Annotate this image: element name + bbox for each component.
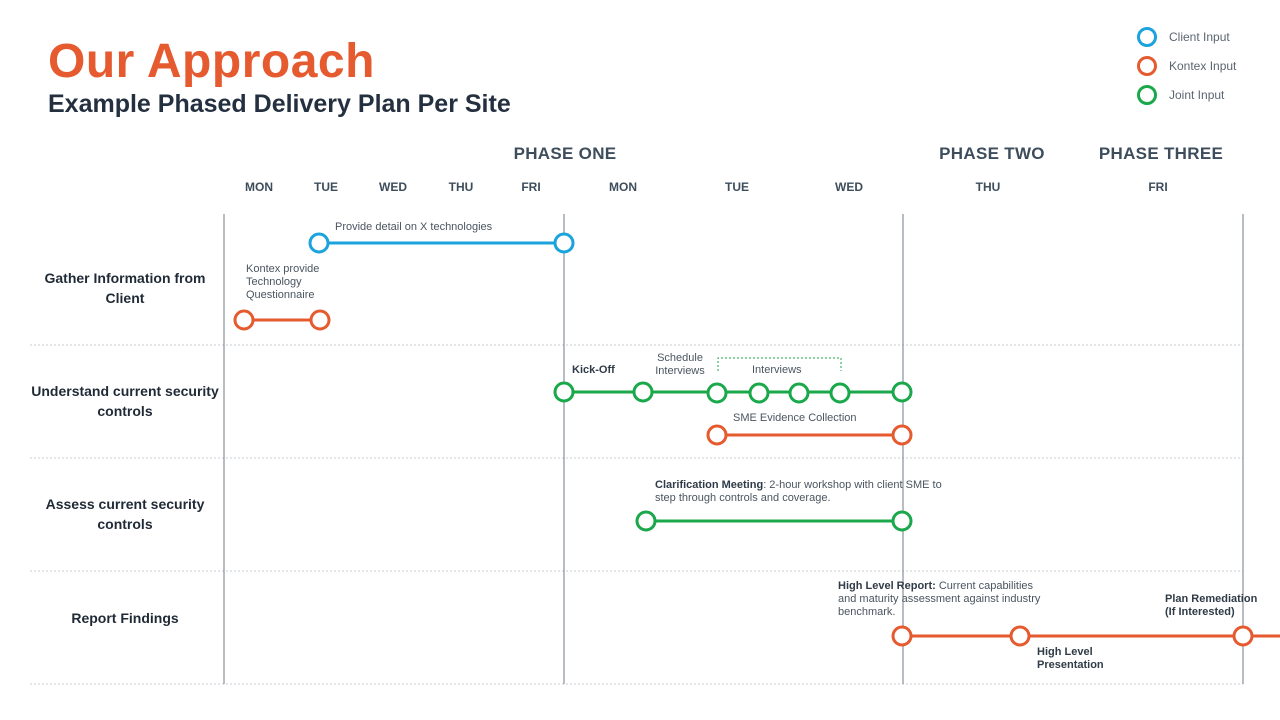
annotation-high-level-presentation: High Level Presentation [1037,646,1104,671]
kontex-milestone-circle-icon [706,424,728,446]
row-label-gather: Gather Information from Client [44,270,206,306]
day-header: MON [245,180,273,194]
annotation-if-interested: (If Interested) [1165,606,1235,618]
day-header: TUE [314,180,338,194]
page-subtitle: Example Phased Delivery Plan Per Site [48,90,511,118]
kontex-input-circle-icon [1137,55,1157,76]
annotation-schedule-interviews: Schedule Interviews [655,352,705,377]
day-header: THU [975,180,1001,194]
day-header: THU [448,180,474,194]
joint-input-circle-icon [1137,84,1157,105]
annotation-plan-remediation: Plan Remediation [1165,593,1258,605]
legend-item-kontex: Kontex Input [1137,51,1236,80]
day-header: FRI [1148,180,1168,194]
phase-one-header: PHASE ONE [513,144,617,163]
joint-milestone-circle-icon [553,381,575,403]
legend: Client Input Kontex Input Joint Input [1137,22,1236,109]
day-header: MON [609,180,637,194]
joint-milestone-circle-icon [635,510,657,532]
kontex-milestone-circle-icon [891,424,913,446]
day-header: WED [835,180,863,194]
annotation-clarification-text: : 2-hour workshop with client SME to ste… [655,479,942,504]
legend-item-joint: Joint Input [1137,80,1236,109]
kontex-milestone-circle-icon [309,309,331,331]
annotation-sme-evidence: SME Evidence Collection [733,412,857,424]
phase-two-header: PHASE TWO [939,144,1045,163]
kontex-milestone-circle-icon [1009,625,1031,647]
legend-label-kontex: Kontex Input [1169,58,1237,73]
legend-label-joint: Joint Input [1169,87,1225,102]
joint-milestone-circle-icon [891,381,913,403]
joint-milestone-circle-icon [748,382,770,404]
phase-gridlines [223,214,1244,684]
task-bars [244,241,1280,638]
client-input-circle-icon [1137,26,1157,47]
row-label-understand: Understand current security controls [31,383,219,419]
kontex-milestone-circle-icon [233,309,255,331]
annotation-clarification-title: Clarification Meeting [655,479,764,491]
annotation-clarification-meeting: Clarification Meeting: 2-hour workshop w… [655,479,945,505]
annotation-kick-off: Kick-Off [572,364,615,376]
annotation-high-level-report: High Level Report: Current capabilities … [838,580,1048,619]
annotation-hlr-text: Current capabilities and maturity assess… [838,580,1041,618]
day-header: TUE [725,180,749,194]
kontex-milestone-circle-icon [891,625,913,647]
client-milestone-circle-icon [553,232,575,254]
day-header: WED [379,180,407,194]
joint-milestone-circle-icon [706,382,728,404]
joint-milestone-circle-icon [829,382,851,404]
phase-three-header: PHASE THREE [1098,144,1224,163]
row-label-report: Report Findings [71,610,179,626]
joint-milestone-circle-icon [788,382,810,404]
legend-label-client: Client Input [1169,29,1230,44]
milestones [233,232,1254,647]
joint-milestone-circle-icon [891,510,913,532]
legend-item-client: Client Input [1137,22,1236,51]
annotation-kontex-provide: Kontex provide Technology Questionnaire [246,263,320,301]
annotation-provide-detail: Provide detail on X technologies [335,221,493,233]
joint-milestone-circle-icon [632,381,654,403]
annotation-hlr-title: High Level Report: [838,580,936,592]
row-label-assess: Assess current security controls [45,496,205,532]
day-header: FRI [521,180,541,194]
page-title: Our Approach [48,35,375,88]
annotation-interviews: Interviews [752,364,802,376]
kontex-milestone-circle-icon [1232,625,1254,647]
client-milestone-circle-icon [308,232,330,254]
